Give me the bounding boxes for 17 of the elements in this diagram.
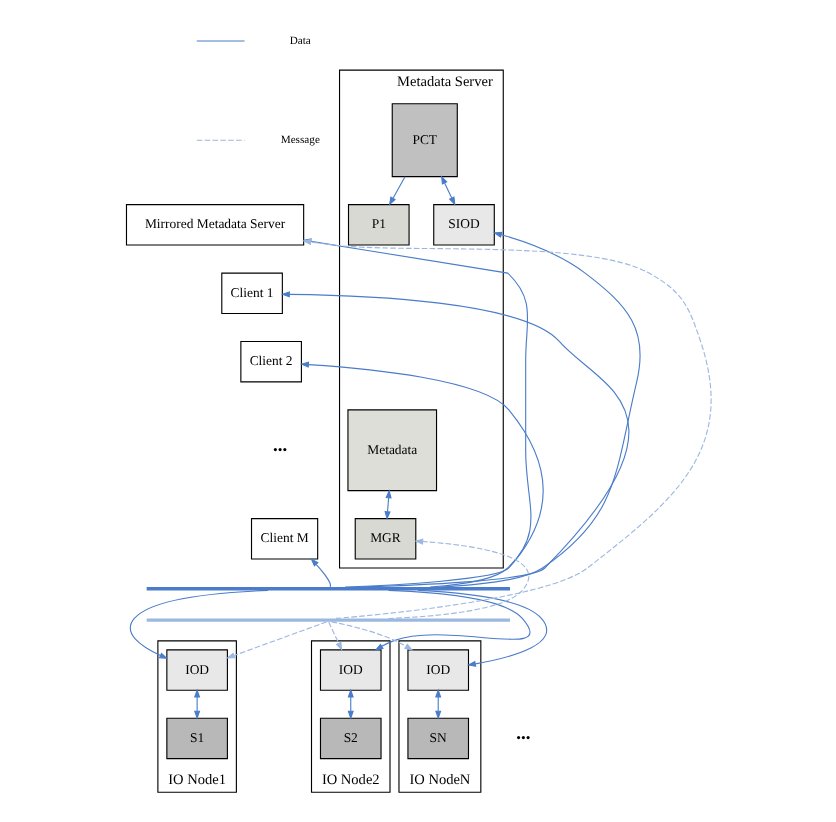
- arrow: [279, 291, 629, 588]
- arrow: [327, 621, 342, 651]
- arrow: [373, 589, 530, 651]
- arrow: [309, 558, 331, 588]
- arrow: [439, 175, 455, 206]
- arrow: [383, 489, 391, 521]
- node-bar: [145, 618, 509, 622]
- arrow: [329, 621, 413, 651]
- arrow: [193, 688, 200, 720]
- arrow: [128, 589, 268, 659]
- node-bar: [145, 587, 509, 591]
- arrow: [439, 231, 640, 588]
- arrow: [387, 176, 405, 206]
- arrow: [416, 589, 547, 667]
- arrow: [298, 361, 543, 588]
- arrow: [224, 621, 327, 659]
- arrow: [386, 538, 529, 619]
